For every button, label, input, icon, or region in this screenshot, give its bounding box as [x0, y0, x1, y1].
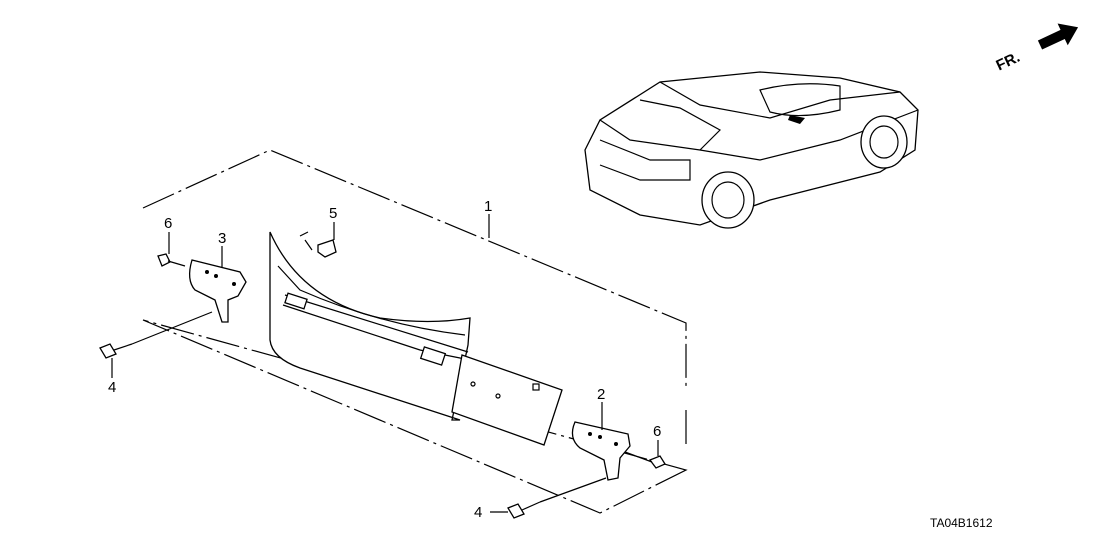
bolt-part-6-left	[157, 232, 186, 267]
bracket-part-2	[571, 402, 631, 481]
front-direction-arrow: FR.	[994, 23, 1079, 75]
callout-5: 5	[329, 205, 337, 222]
bolt-part-6-right	[624, 440, 666, 469]
car-illustration	[584, 71, 919, 229]
front-label: FR.	[994, 49, 1023, 75]
callout-2: 2	[597, 386, 605, 403]
bracket-part-3	[188, 246, 247, 323]
clip-part-5	[317, 222, 337, 258]
callout-1: 1	[484, 198, 492, 215]
rear-panel-garnish	[269, 231, 563, 446]
callout-4-bottom: 4	[474, 504, 482, 521]
callout-4-left: 4	[108, 379, 116, 396]
screw-part-4-bottom	[490, 477, 607, 519]
callout-6-left: 6	[164, 215, 172, 232]
diagram-code: TA04B1612	[930, 516, 993, 530]
screw-part-4-left	[99, 311, 213, 378]
callout-6-right: 6	[653, 423, 661, 440]
callout-3: 3	[218, 230, 226, 247]
